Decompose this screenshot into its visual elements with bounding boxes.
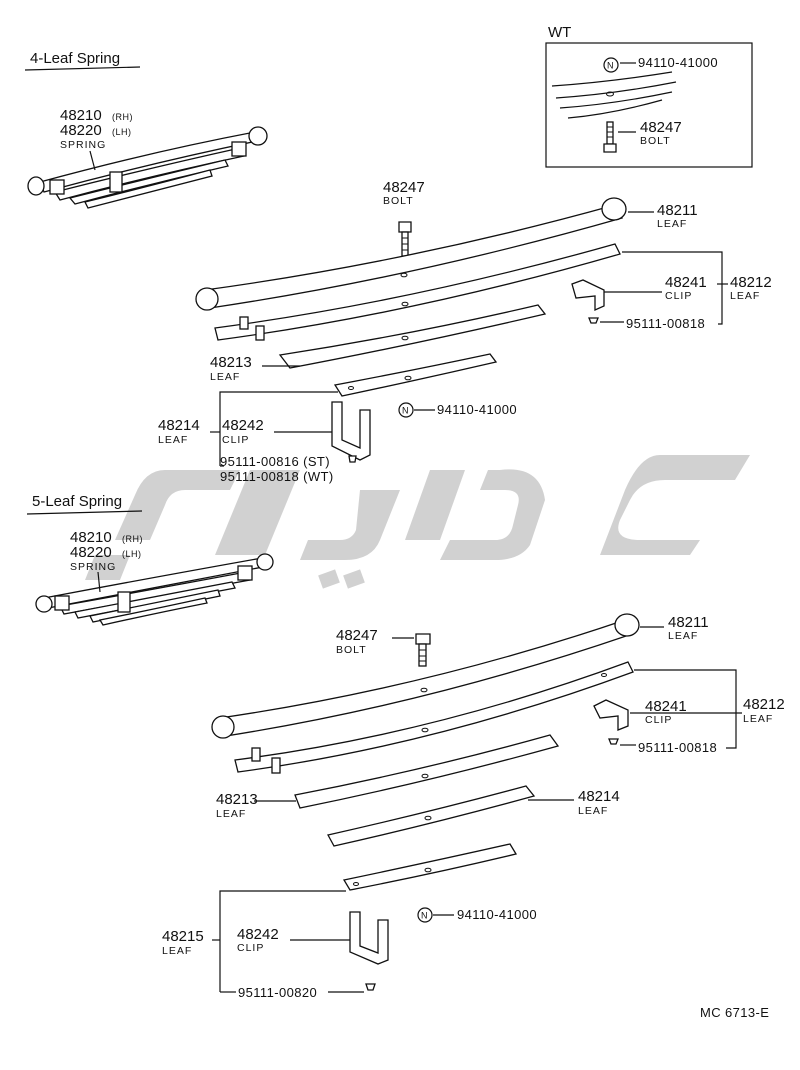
- four-leaf-assembly-rh: (RH): [112, 112, 133, 122]
- five-leaf-lower-rivet-icon: [365, 983, 376, 991]
- four-leaf-bolt-icon: [398, 221, 412, 257]
- wt-leaf-edge-3: [559, 91, 673, 109]
- five-leaf-clip-lower-number: 48242: [237, 926, 279, 943]
- five-leaf-clip-upper-name: CLIP: [645, 714, 672, 726]
- five-leaf-leaf-top-name: LEAF: [668, 630, 698, 642]
- wt-leaf-hole: [606, 91, 614, 97]
- five-leaf-rivet-lower: 95111-00820: [238, 985, 317, 1000]
- five-leaf-leaf-fifth-number: 48215: [162, 928, 204, 945]
- five-leaf-assembly-name: SPRING: [70, 561, 116, 573]
- five-leaf-upper-clip-icon: [593, 699, 629, 731]
- four-leaf-clip-lower-number: 48242: [222, 417, 264, 434]
- five-leaf-leaf-third-number: 48213: [216, 791, 258, 808]
- five-leaf-assembly-lh-number: 48220: [70, 544, 112, 561]
- four-leaf-clip-upper-number: 48241: [665, 274, 707, 291]
- four-leaf-upper-rivet-icon: [588, 317, 599, 324]
- five-leaf-upper-rivet-icon: [608, 738, 619, 745]
- four-leaf-leaf-top-name: LEAF: [657, 218, 687, 230]
- five-leaf-exploded: 48247 BOLT 48211 LEAF 48241 CLIP: [162, 613, 785, 1000]
- four-leaf-third-leaf: [278, 304, 547, 369]
- four-leaf-upper-clip-icon: [571, 279, 605, 312]
- wt-bolt-number: 48247: [640, 119, 682, 136]
- header-4-leaf-spring: 4-Leaf Spring: [30, 50, 120, 67]
- five-leaf-nut-n-symbol: N: [421, 911, 428, 921]
- wt-inset-frame: [545, 42, 753, 168]
- four-leaf-assembly-name: SPRING: [60, 139, 106, 151]
- four-leaf-assembly-lh: (LH): [112, 127, 132, 137]
- four-leaf-leaf-fourth-name: LEAF: [158, 434, 188, 446]
- four-leaf-leaf-fourth-number: 48214: [158, 417, 200, 434]
- four-leaf-top-leaf: [195, 197, 627, 311]
- five-leaf-assembly-rh-number: 48210: [70, 529, 112, 546]
- five-leaf-clip-upper-number: 48241: [645, 698, 687, 715]
- four-leaf-bolt-number: 48247: [383, 179, 425, 196]
- four-leaf-fourth-leaf: [333, 353, 498, 397]
- four-leaf-assembly-lh-number: 48220: [60, 122, 102, 139]
- four-leaf-lower-rivet-icon: [348, 455, 357, 463]
- four-leaf-leaf-top-number: 48211: [657, 202, 698, 219]
- five-leaf-clip-lower-name: CLIP: [237, 942, 264, 954]
- four-leaf-rivet-upper: 95111-00818: [626, 316, 705, 331]
- four-leaf-nut-n-symbol: N: [402, 406, 409, 416]
- wt-bolt-icon: [603, 121, 617, 153]
- watermark-logo: [85, 455, 750, 589]
- wt-nut-part-number: 94110-41000: [638, 55, 718, 70]
- four-leaf-rivet-st: 95111-00816 (ST): [220, 454, 330, 469]
- four-leaf-rivet-wt: 95111-00818 (WT): [220, 469, 334, 484]
- four-leaf-assembly-rh-number: 48210: [60, 107, 102, 124]
- wt-nut-n-icon: [603, 57, 619, 73]
- four-leaf-leaf-second-number: 48212: [730, 274, 772, 291]
- five-leaf-nut-part-number: 94110-41000: [457, 907, 537, 922]
- wt-leaf-edge-1: [551, 71, 673, 87]
- wt-inset: WT N 94110-41000 48247 BOLT: [545, 24, 753, 168]
- five-leaf-leaf-second-name: LEAF: [743, 713, 773, 725]
- five-leaf-second-leaf: [234, 661, 634, 774]
- five-leaf-rivet-upper: 95111-00818: [638, 740, 717, 755]
- four-leaf-exploded: 48247 BOLT 48211 LEAF 48241 CLIP: [158, 179, 772, 484]
- four-leaf-clip-upper-name: CLIP: [665, 290, 692, 302]
- four-leaf-nut-n-icon: [398, 402, 414, 418]
- five-leaf-lower-clip-icon: [349, 911, 389, 965]
- four-leaf-leaf-second-name: LEAF: [730, 290, 760, 302]
- five-leaf-leaf-second-number: 48212: [743, 696, 785, 713]
- five-leaf-assembly-rh: (RH): [122, 534, 143, 544]
- five-leaf-fourth-leaf: [327, 785, 536, 847]
- four-leaf-assembly: 48210 (RH) 48220 (LH) SPRING: [27, 107, 268, 209]
- four-leaf-leaf-third-name: LEAF: [210, 371, 240, 383]
- four-leaf-clip-lower-name: CLIP: [222, 434, 249, 446]
- five-leaf-leaf-fourth-name: LEAF: [578, 805, 608, 817]
- five-leaf-leaf-top-number: 48211: [668, 614, 709, 631]
- five-leaf-leaf-fifth-name: LEAF: [162, 945, 192, 957]
- four-leaf-leaf-third-number: 48213: [210, 354, 252, 371]
- wt-leaf-edge-2: [555, 81, 677, 99]
- four-leaf-assembly-illustration: [27, 126, 268, 209]
- five-leaf-assembly-illustration: [35, 553, 274, 626]
- wt-nut-n-symbol: N: [607, 61, 614, 71]
- wt-leaf-edge-4: [567, 99, 663, 119]
- header-5-leaf-underline: [26, 510, 143, 515]
- header-4-leaf-underline: [24, 66, 141, 71]
- wt-bolt-name: BOLT: [640, 135, 671, 147]
- five-leaf-third-leaf: [294, 734, 560, 809]
- catalog-code: MC 6713-E: [700, 1005, 769, 1020]
- five-leaf-assembly: 48210 (RH) 48220 (LH) SPRING: [35, 529, 274, 626]
- five-leaf-bolt-name: BOLT: [336, 644, 367, 656]
- four-leaf-second-leaf: [214, 243, 621, 341]
- five-leaf-bolt-icon: [415, 633, 431, 667]
- wt-label: WT: [548, 24, 571, 41]
- five-leaf-bolt-number: 48247: [336, 627, 378, 644]
- five-leaf-top-leaf: [211, 613, 640, 739]
- four-leaf-nut-part-number: 94110-41000: [437, 402, 517, 417]
- five-leaf-leaf-third-name: LEAF: [216, 808, 246, 820]
- four-leaf-lower-clip-icon: [331, 401, 371, 461]
- header-5-leaf-spring: 5-Leaf Spring: [32, 493, 122, 510]
- five-leaf-fifth-leaf: [342, 843, 518, 891]
- four-leaf-bolt-name: BOLT: [383, 195, 414, 207]
- five-leaf-leaf-fourth-number: 48214: [578, 788, 620, 805]
- five-leaf-assembly-lh: (LH): [122, 549, 142, 559]
- five-leaf-nut-n-icon: [417, 907, 433, 923]
